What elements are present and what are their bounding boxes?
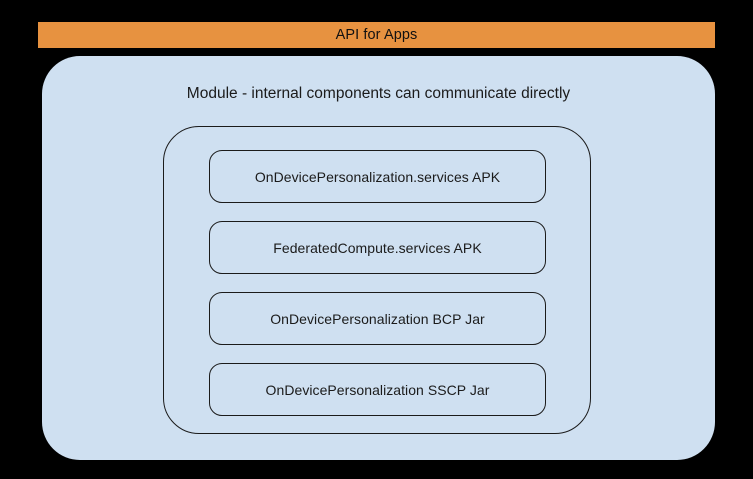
component-label: OnDevicePersonalization.services APK: [254, 168, 501, 185]
component-box-ondevicepersonalization-bcp-jar: OnDevicePersonalization BCP Jar: [209, 292, 546, 345]
component-label: OnDevicePersonalization BCP Jar: [270, 310, 485, 327]
api-for-apps-label: API for Apps: [335, 26, 418, 43]
component-box-federatedcompute-services-apk: FederatedCompute.services APK: [209, 221, 546, 274]
module-caption: Module - internal components can communi…: [186, 85, 571, 102]
internal-components-group: [163, 126, 591, 434]
api-for-apps-bar: API for Apps: [38, 22, 715, 48]
component-label: OnDevicePersonalization SSCP Jar: [265, 381, 490, 398]
component-label: FederatedCompute.services APK: [273, 239, 482, 256]
component-list: OnDevicePersonalization.services APK Fed…: [209, 150, 546, 416]
module-container: Module - internal components can communi…: [42, 56, 715, 460]
component-box-ondevicepersonalization-sscp-jar: OnDevicePersonalization SSCP Jar: [209, 363, 546, 416]
component-box-ondevicepersonalization-services-apk: OnDevicePersonalization.services APK: [209, 150, 546, 203]
